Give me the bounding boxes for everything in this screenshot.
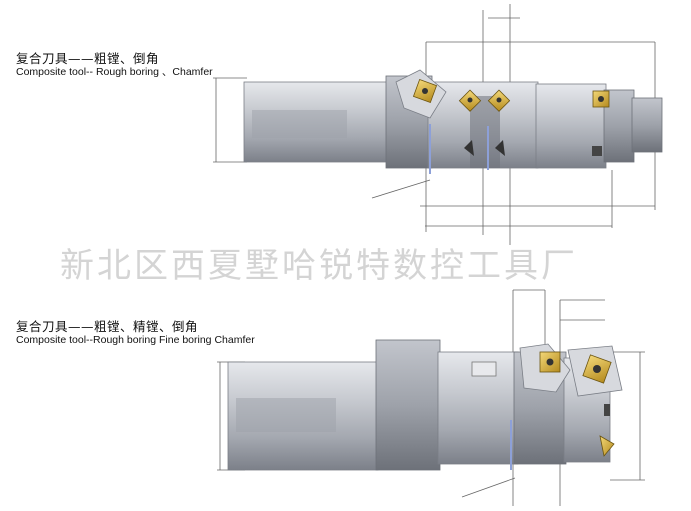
figure1-pilot bbox=[631, 97, 663, 153]
figure1-insert-screw-3 bbox=[496, 97, 502, 103]
figure1-lower-insert-2 bbox=[495, 140, 505, 156]
figure1-lower-insert-1 bbox=[464, 140, 474, 156]
figure2-caption: 复合刀具——粗镗、精镗、倒角 Composite tool--Rough bor… bbox=[16, 319, 255, 347]
figure2-shank-flat bbox=[236, 398, 336, 432]
figure2-caption-zh: 复合刀具——粗镗、精镗、倒角 bbox=[16, 319, 199, 334]
figure1-insert-screw-4 bbox=[598, 96, 604, 102]
figure1-insert-screw-1 bbox=[422, 88, 428, 94]
figure1-lower-insert-3 bbox=[592, 146, 602, 156]
figure2-adjuster bbox=[471, 361, 497, 377]
figure2-insert-screw-1 bbox=[546, 358, 554, 366]
figure1-insert-screw-2 bbox=[467, 97, 473, 103]
figure2-tool bbox=[217, 289, 645, 506]
figure2-insert-screw-2 bbox=[593, 365, 601, 373]
figure1-caption-en: Composite tool-- Rough boring 、Chamfer bbox=[16, 66, 213, 79]
watermark-text: 新北区西夏墅哈锐特数控工具厂 bbox=[60, 246, 578, 286]
figure1-tool bbox=[213, 4, 663, 245]
figure1-neck bbox=[470, 96, 500, 168]
figure1-caption-zh: 复合刀具——粗镗、倒角 bbox=[16, 51, 160, 66]
figure2-insert-3 bbox=[599, 435, 615, 457]
figure1-caption: 复合刀具——粗镗、倒角 Composite tool-- Rough borin… bbox=[16, 51, 213, 79]
figure2-small-pocket bbox=[604, 404, 610, 416]
figure2-collar bbox=[375, 339, 441, 471]
figure2-caption-en: Composite tool--Rough boring Fine boring… bbox=[16, 334, 255, 347]
figure1-shank-flat bbox=[252, 110, 347, 138]
